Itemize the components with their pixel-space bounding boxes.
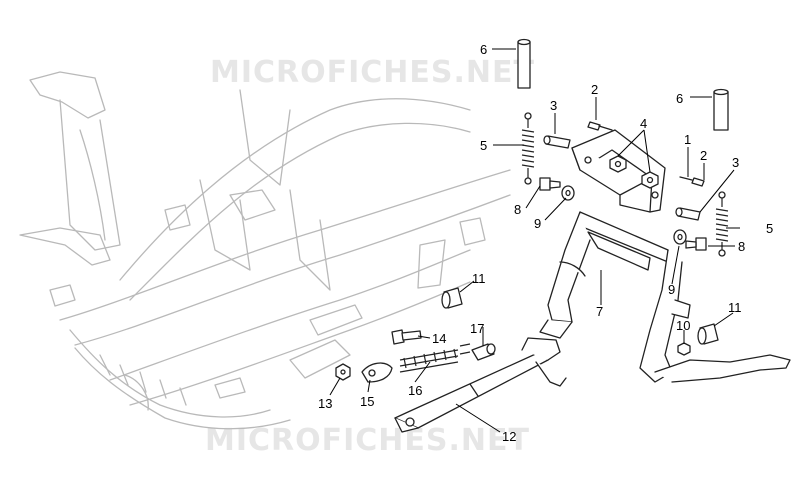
side-stand-plate <box>361 362 393 383</box>
screw-left <box>587 121 613 131</box>
spring-left <box>521 112 535 185</box>
callout-11-right: 11 <box>728 300 742 315</box>
bolt-left <box>539 177 561 191</box>
screw-right <box>679 176 705 187</box>
callout-4: 4 <box>640 116 647 131</box>
callout-7: 7 <box>596 304 603 319</box>
callout-5-right: 5 <box>766 221 773 236</box>
watermark-bottom: MICROFICHES.NET <box>205 423 530 458</box>
washer-right <box>673 229 687 245</box>
callout-14: 14 <box>432 331 446 346</box>
pin-right <box>675 207 701 221</box>
callout-17: 17 <box>470 321 484 336</box>
center-stand <box>539 211 791 383</box>
leader-lines <box>329 48 740 433</box>
side-stand-springs <box>399 343 471 373</box>
callout-3-left: 3 <box>550 98 557 113</box>
side-stand-bolt <box>391 329 422 345</box>
side-stand-sleeve <box>471 343 496 361</box>
nut-upper <box>609 155 627 173</box>
spring-right <box>715 191 729 257</box>
callout-15: 15 <box>360 394 374 409</box>
washer-left <box>561 185 575 201</box>
nut-lower <box>641 171 659 189</box>
pin-left <box>543 135 571 149</box>
small-nut <box>677 342 691 356</box>
callout-11-left: 11 <box>472 271 486 286</box>
watermark-top: MICROFICHES.NET <box>210 55 535 90</box>
side-stand <box>394 337 567 433</box>
mounting-bracket <box>571 129 666 213</box>
sleeve-left <box>517 38 531 89</box>
callout-10: 10 <box>676 318 690 333</box>
callout-5-left: 5 <box>480 138 487 153</box>
callout-2-left: 2 <box>591 82 598 97</box>
rubber-stop-right <box>697 323 719 345</box>
callout-8-right: 8 <box>738 239 745 254</box>
sleeve-right <box>713 88 729 131</box>
rubber-stop-left <box>441 287 463 309</box>
callout-1: 1 <box>684 132 691 147</box>
callout-labels: 6 6 3 2 4 5 1 2 3 5 8 9 8 9 7 11 10 11 1… <box>318 42 773 444</box>
callout-13: 13 <box>318 396 332 411</box>
callout-6-left: 6 <box>480 42 487 57</box>
side-stand-nut <box>335 363 351 381</box>
callout-9-right: 9 <box>668 282 675 297</box>
callout-2-right: 2 <box>700 148 707 163</box>
scooter-frame <box>19 71 511 430</box>
callout-16: 16 <box>408 383 422 398</box>
callout-9-left: 9 <box>534 216 541 231</box>
callout-3-right: 3 <box>732 155 739 170</box>
callout-6-right: 6 <box>676 91 683 106</box>
callout-8-left: 8 <box>514 202 521 217</box>
callout-12: 12 <box>502 429 516 444</box>
bolt-right <box>685 237 707 251</box>
